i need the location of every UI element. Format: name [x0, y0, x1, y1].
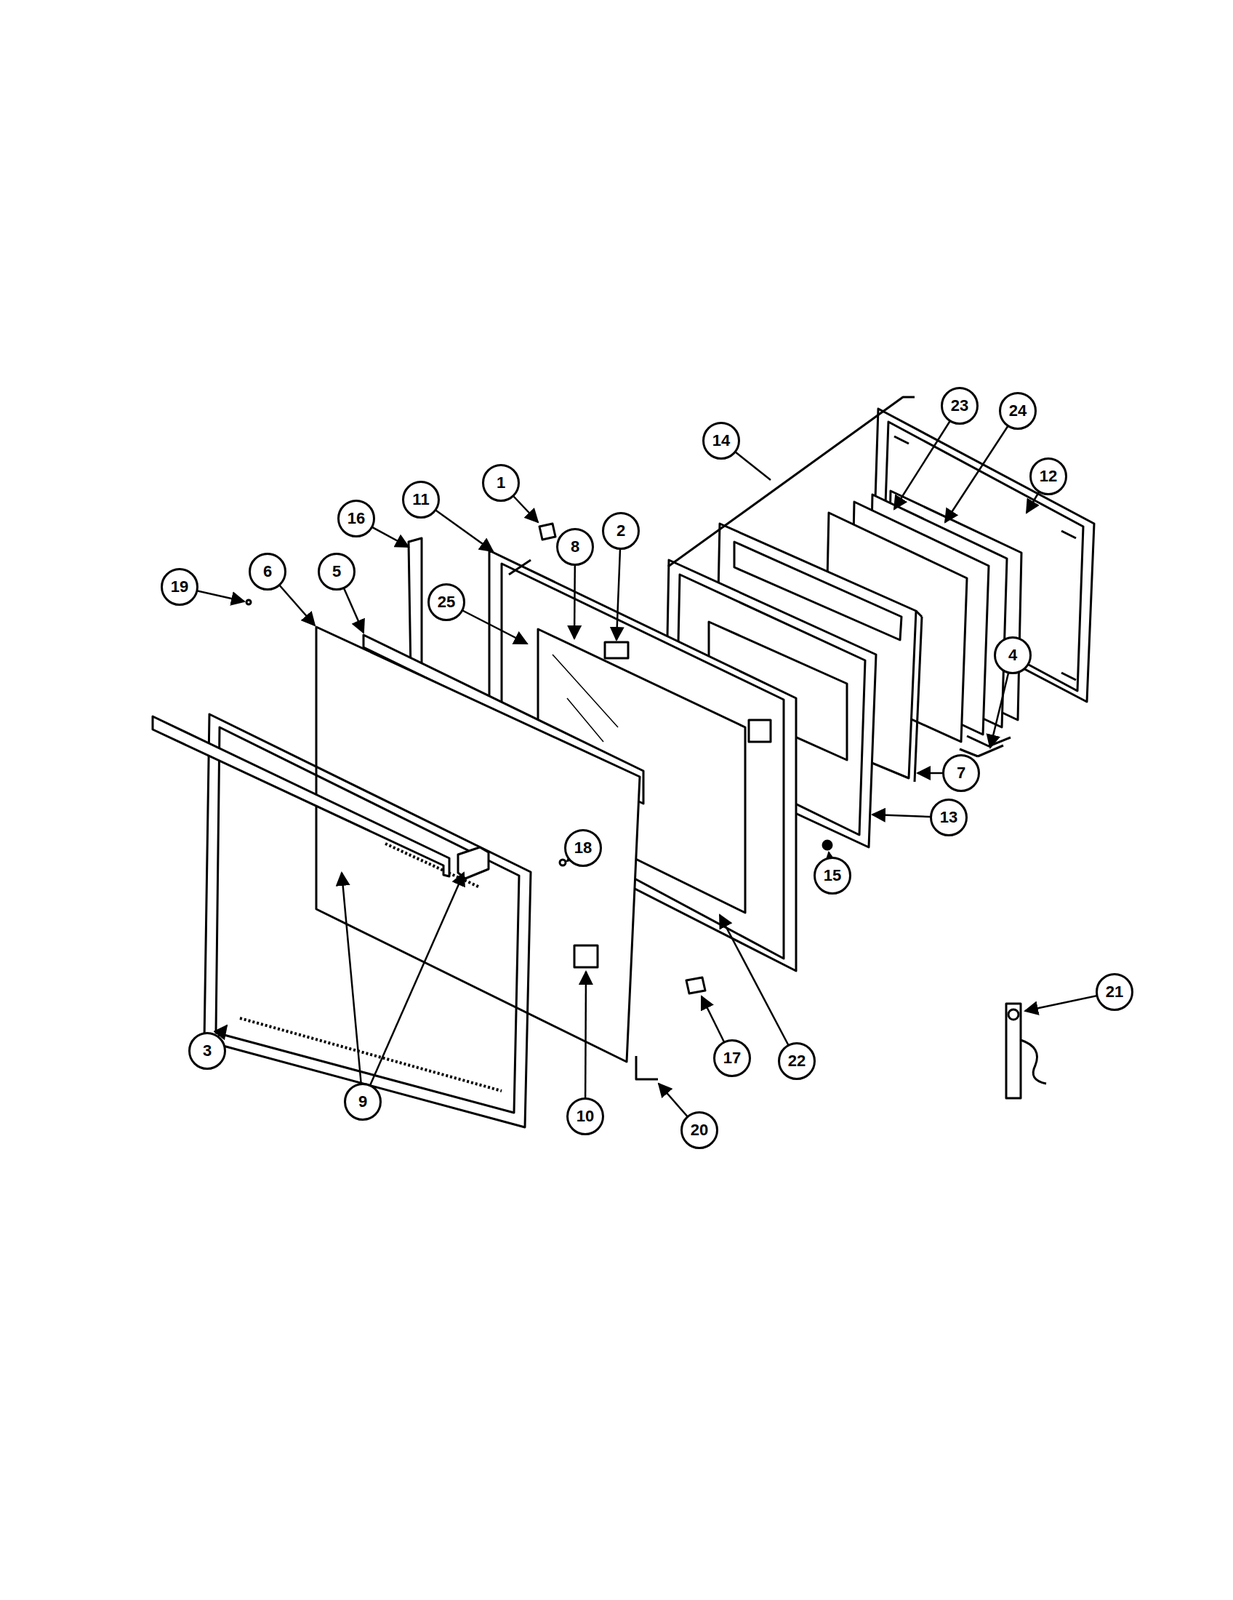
callout-number: 4: [1008, 647, 1018, 664]
callout-circle: 8: [556, 527, 594, 566]
callout-number: 18: [574, 839, 592, 856]
callout-circle: 9: [343, 1082, 382, 1121]
callout-number: 14: [712, 432, 730, 449]
callout-number: 17: [723, 1049, 741, 1066]
callout-circle: 20: [680, 1110, 719, 1149]
callout-circle: 21: [1095, 972, 1134, 1011]
callout-number: 16: [347, 510, 365, 527]
callout-circle: 3: [188, 1031, 227, 1070]
callout-number: 12: [1039, 468, 1058, 485]
callout-circle: 4: [993, 636, 1032, 674]
callout-circle: 24: [998, 391, 1037, 430]
callout-circle: 2: [601, 511, 640, 550]
callout-circle: 6: [248, 552, 287, 591]
callout-number: 23: [950, 397, 969, 414]
callout-circle: 7: [942, 753, 981, 792]
callout-number: 19: [170, 578, 189, 595]
callout-circle: 15: [813, 856, 852, 895]
callout-circle: 18: [564, 828, 602, 867]
callout-number: 10: [576, 1107, 594, 1124]
callout-number: 7: [956, 764, 966, 781]
callout-circle: 16: [337, 499, 376, 538]
callout-number: 3: [202, 1042, 212, 1059]
callout-number: 25: [437, 593, 456, 610]
callout-circle: 23: [940, 386, 979, 425]
callout-number: 9: [358, 1093, 368, 1110]
callout-number: 2: [616, 522, 626, 539]
callout-circle: 14: [702, 421, 741, 460]
callout-number: 6: [263, 563, 272, 580]
callout-number: 11: [412, 491, 429, 508]
callout-circle: 25: [427, 583, 466, 621]
callout-number: 8: [570, 538, 580, 555]
callout-circle: 12: [1029, 457, 1068, 496]
callout-circle: 19: [160, 567, 199, 606]
callout-number: 21: [1105, 983, 1124, 1000]
callout-number: 1: [496, 474, 506, 491]
callout-number: 5: [332, 563, 341, 580]
callout-circle: 1: [482, 463, 520, 502]
callout-circle: 13: [929, 798, 968, 837]
callout-circle: 17: [713, 1038, 751, 1077]
callout-circle: 10: [566, 1097, 605, 1135]
callout-number: 15: [823, 867, 842, 884]
callout-circle: 5: [317, 552, 356, 591]
callout-circle: 22: [777, 1041, 816, 1080]
callout-number: 22: [788, 1052, 806, 1069]
callout-number: 24: [1009, 402, 1027, 419]
callout-number: 13: [940, 809, 958, 826]
callout-number: 20: [690, 1121, 709, 1138]
callout-circle: 11: [402, 480, 440, 519]
